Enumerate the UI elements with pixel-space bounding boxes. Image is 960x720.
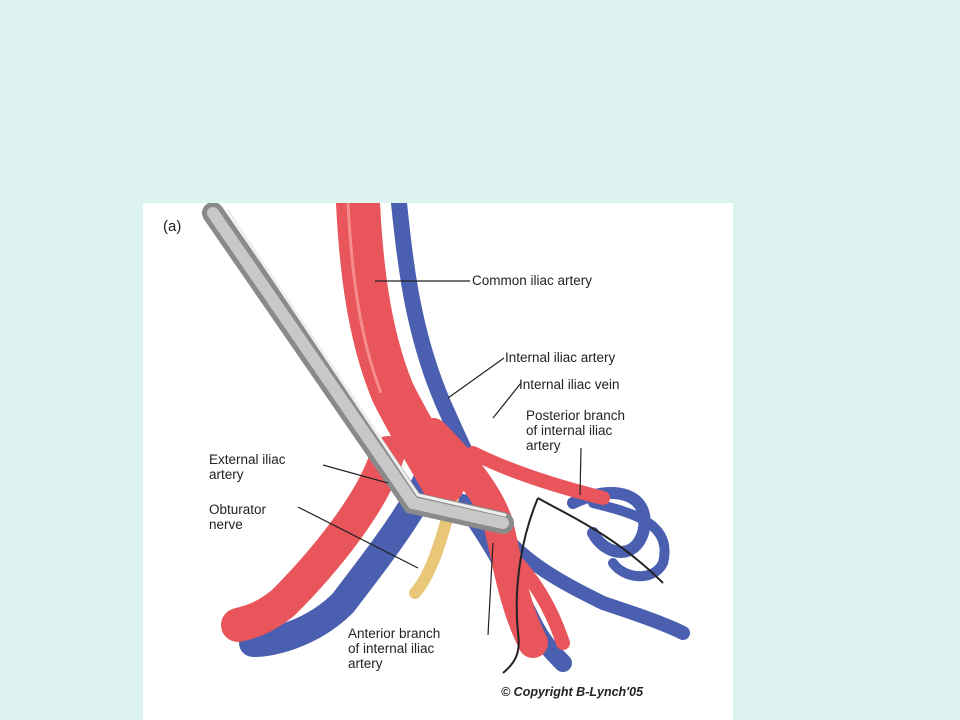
- label-anterior-branch: Anterior branch of internal iliac artery: [348, 626, 441, 671]
- label-internal-iliac-artery: Internal iliac artery: [505, 350, 616, 365]
- panel-label: (a): [163, 218, 182, 235]
- posterior-branch-artery: [466, 446, 610, 505]
- copyright-notice: © Copyright B-Lynch'05: [501, 685, 644, 699]
- vascular-clamp: [202, 203, 514, 534]
- leader-lines: [297, 280, 582, 636]
- external-iliac-artery: [221, 436, 405, 642]
- anterior-branch-artery: [501, 546, 570, 650]
- ligature-suture: [502, 497, 664, 674]
- label-internal-iliac-vein: Internal iliac vein: [519, 377, 620, 392]
- anatomy-figure: (a) Common iliac artery Internal iliac a…: [143, 203, 733, 720]
- internal-iliac-vein-branch-2: [486, 516, 690, 640]
- label-external-iliac-artery: External iliac artery: [209, 452, 286, 482]
- iliac-vessels-illustration: [202, 203, 690, 674]
- external-iliac-vein: [239, 429, 457, 657]
- posterior-vein-loop-2: [588, 498, 670, 582]
- common-iliac-artery: [336, 203, 465, 505]
- label-posterior-branch: Posterior branch of internal iliac arter…: [526, 408, 626, 453]
- label-common-iliac-artery: Common iliac artery: [472, 273, 593, 288]
- label-obturator-nerve: Obturator nerve: [209, 502, 267, 532]
